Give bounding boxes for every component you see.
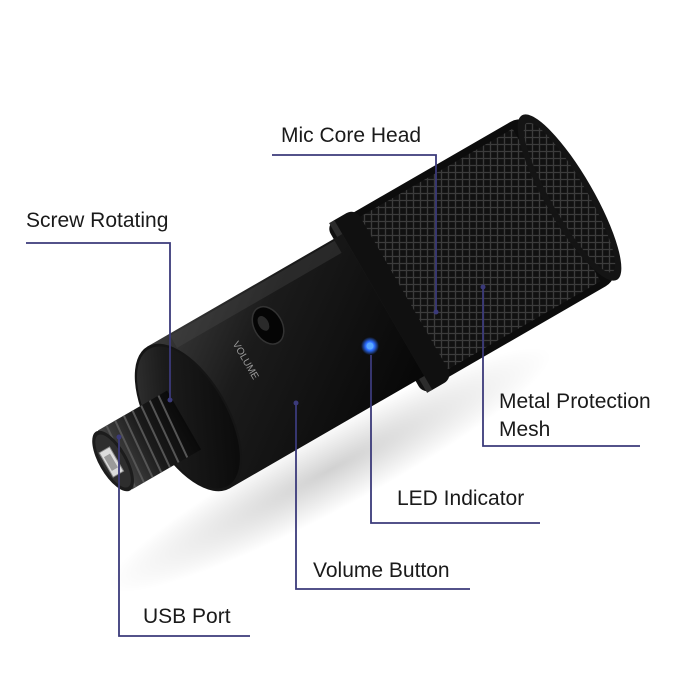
label-metal-protection: Metal Protection	[499, 390, 651, 413]
leader-led-indicator	[370, 355, 540, 524]
volume-knob	[251, 305, 285, 345]
main-body	[134, 233, 425, 492]
label-led-indicator: LED Indicator	[397, 487, 525, 510]
leader-endpoints	[116, 284, 486, 440]
led-icon	[366, 342, 374, 350]
label-mic-core-head: Mic Core Head	[281, 124, 422, 147]
floor-shadow	[108, 347, 552, 593]
leader-usb-port	[118, 437, 250, 637]
screw-thread	[92, 390, 202, 492]
label-mesh: Mesh	[499, 418, 551, 441]
leader-metal-mesh	[482, 287, 640, 447]
microphone-body: VOLUME	[92, 114, 622, 492]
leader-screw-rotating	[26, 242, 171, 400]
label-volume-button: Volume Button	[313, 559, 450, 582]
leader-lines	[26, 154, 640, 637]
mesh-head	[329, 114, 622, 393]
label-usb-port: USB Port	[143, 605, 231, 628]
leader-volume-button	[295, 403, 470, 590]
label-screw-rotating: Screw Rotating	[26, 209, 169, 232]
leader-mic-core-head	[272, 154, 437, 312]
